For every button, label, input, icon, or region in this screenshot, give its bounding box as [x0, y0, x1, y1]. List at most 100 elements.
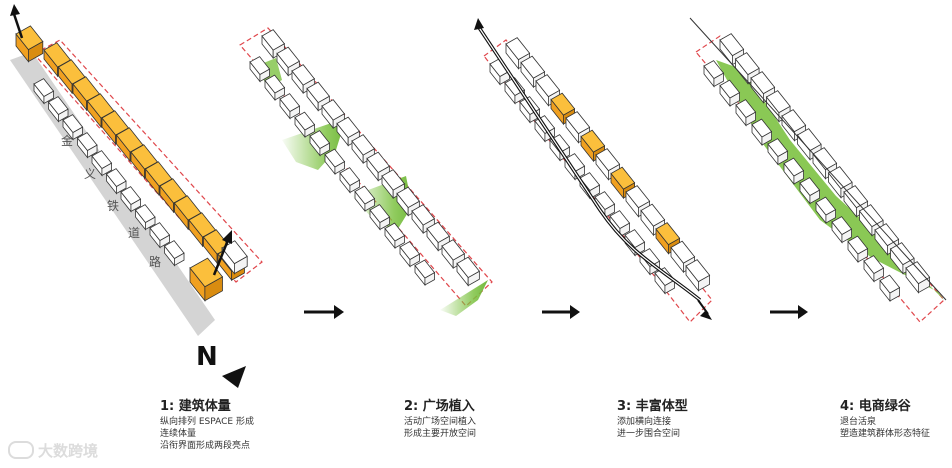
building-block — [276, 46, 300, 77]
panel-4-green-valley — [689, 17, 947, 323]
building-block — [91, 150, 113, 177]
green-valley — [716, 60, 944, 300]
watermark-text: 大数跨境 — [38, 442, 99, 460]
building-block — [812, 147, 838, 180]
building-block — [339, 167, 361, 194]
building-block — [858, 204, 884, 237]
caption-title: 1: 建筑体量 — [160, 399, 231, 414]
building-block — [751, 118, 773, 147]
connection-path — [476, 25, 702, 302]
landmark-arrow-icon — [10, 4, 232, 276]
building-block — [163, 240, 185, 267]
building-block — [815, 196, 837, 225]
building-block — [261, 29, 285, 60]
valley-axis — [689, 17, 947, 301]
building-block — [414, 259, 436, 287]
road-label-char: 铁 — [107, 199, 119, 213]
panel-3-enrich-form — [474, 18, 713, 323]
building-block — [719, 79, 741, 108]
north-label: N — [196, 342, 218, 372]
panel-1-building-mass: 金 义 铁 道 路 — [10, 4, 263, 336]
building-block — [291, 64, 315, 95]
building-block — [489, 58, 511, 86]
building-block — [351, 134, 375, 165]
building-block — [719, 33, 745, 66]
building-block — [249, 56, 271, 83]
building-block — [863, 255, 885, 283]
building-block — [767, 138, 789, 166]
caption-line: 添加横向连接 — [617, 417, 672, 427]
building-block — [105, 168, 127, 195]
north-arrow-icon — [222, 366, 246, 388]
caption-title: 4: 电商绿谷 — [840, 399, 911, 414]
building-block — [640, 203, 666, 237]
road-label: 金 义 铁 道 路 — [61, 133, 161, 269]
building-block — [564, 153, 586, 181]
caption-title: 3: 丰富体型 — [617, 399, 688, 414]
building-block — [47, 96, 69, 123]
building-block — [62, 114, 84, 141]
building-block — [134, 204, 156, 231]
building-block — [411, 204, 435, 235]
building-block — [843, 185, 869, 218]
building-block — [354, 185, 376, 213]
building-block — [294, 111, 316, 139]
building-block — [609, 210, 631, 238]
panel-2-plaza — [239, 27, 493, 316]
building-block — [831, 216, 853, 244]
caption-line: 塑造建筑群体形态特征 — [840, 429, 931, 439]
caption-line: 纵向排列 ESPACE 形成 — [160, 417, 254, 427]
building-block — [76, 132, 98, 159]
building-block — [879, 274, 901, 303]
watermark: 大数跨境 — [8, 440, 98, 461]
caption-line: 沿衔界面形成两段亮点 — [160, 441, 251, 451]
building-block — [336, 116, 360, 147]
building-block — [399, 241, 421, 268]
road-label-char: 路 — [149, 254, 161, 269]
building-block — [456, 256, 480, 287]
watermark-logo-icon — [8, 441, 34, 459]
building-block — [15, 25, 44, 63]
axis-arrow-icon — [474, 18, 712, 320]
caption-title: 2: 广场植入 — [404, 399, 475, 414]
building-block — [384, 222, 406, 250]
plaza-green — [440, 280, 488, 316]
building-block — [324, 148, 346, 176]
building-block — [685, 259, 711, 292]
building-block — [799, 177, 821, 205]
step-arrow-icon — [770, 305, 808, 319]
building-block — [519, 96, 541, 124]
building-block — [735, 99, 757, 127]
railway-road — [10, 52, 215, 336]
caption-panel-3: 3: 丰富体型 添加横向连接 进一步围合空间 — [617, 398, 688, 440]
building-block — [264, 74, 286, 102]
building-block — [847, 235, 869, 264]
road-label-char: 道 — [128, 226, 140, 240]
step-arrow-icon — [304, 305, 344, 319]
building-block — [366, 151, 390, 182]
caption-line: 形成主要开放空间 — [404, 429, 477, 439]
caption-line: 连续体量 — [160, 429, 197, 439]
road-label-char: 金 — [61, 133, 73, 148]
building-block — [189, 257, 224, 302]
road-label-char: 义 — [84, 167, 96, 181]
building-block — [120, 186, 142, 213]
building-block — [149, 222, 171, 249]
site-boundary — [483, 39, 713, 323]
building-block — [783, 157, 805, 186]
building-block — [396, 186, 420, 217]
building-block — [703, 60, 725, 88]
building-block — [321, 99, 345, 130]
building-block — [905, 261, 931, 294]
caption-panel-1: 1: 建筑体量 纵向排列 ESPACE 形成 连续体量 沿衔界面形成两段亮点 — [160, 398, 254, 452]
building-block — [306, 81, 330, 112]
step-arrow-icon — [542, 305, 580, 319]
building-block — [309, 130, 331, 157]
caption-panel-4: 4: 电商绿谷 退台活泉 塑造建筑群体形态特征 — [840, 398, 930, 440]
building-block — [279, 93, 301, 120]
caption-line: 进一步围合空间 — [617, 429, 681, 439]
caption-panel-2: 2: 广场植入 活动广场空间植入 形成主要开放空间 — [404, 398, 476, 440]
building-block — [369, 204, 391, 231]
building-block — [426, 221, 450, 252]
